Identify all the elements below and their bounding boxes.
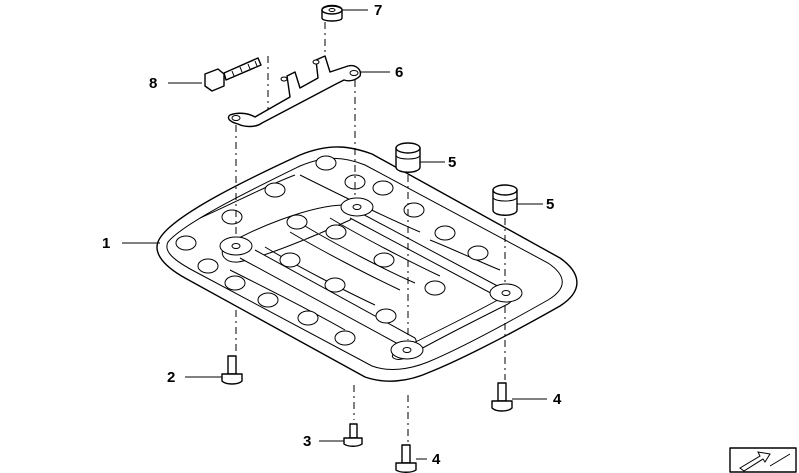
screw-3 [343,423,363,447]
hex-bolt-long [204,57,262,92]
callout-5-lower: 5 [546,196,554,213]
callout-7: 7 [374,2,382,19]
carrier-plate [156,146,578,382]
callout-4-right: 4 [553,391,562,408]
callouts: 1 2 3 4 4 5 5 6 7 8 [102,2,562,468]
callout-8: 8 [149,75,157,92]
plate-holes [175,155,489,346]
callout-2: 2 [167,369,175,386]
rubber-buffer-1 [395,142,421,173]
screw-4b [395,444,417,473]
rubber-grommet [321,4,343,22]
leader-lines [122,9,547,460]
callout-4-bottom: 4 [432,451,441,468]
callout-5-upper: 5 [448,154,456,171]
rubber-buffer-2 [492,184,518,216]
view-direction-icon [729,447,797,473]
mounting-bracket [227,55,362,128]
assembly-lines [235,22,506,442]
mounting-bosses [219,197,523,360]
screw-4a [491,382,513,412]
callout-1: 1 [102,235,110,252]
screw-2 [221,355,243,385]
callout-3: 3 [303,433,311,450]
callout-6: 6 [395,64,403,81]
